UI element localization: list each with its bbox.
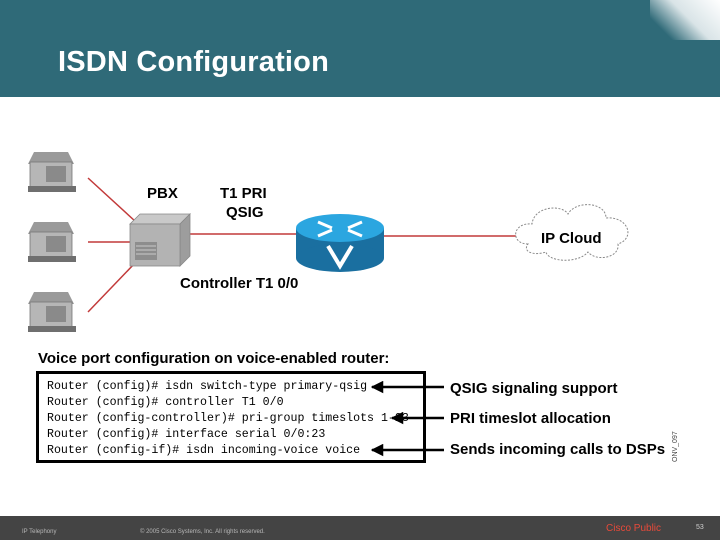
slide-footer — [0, 516, 720, 540]
config-heading: Voice port configuration on voice-enable… — [38, 350, 390, 367]
ip-cloud-icon — [515, 204, 629, 261]
footer-classification: Cisco Public — [606, 523, 662, 534]
pbx-switch-icon — [129, 213, 191, 267]
ip-phone-icon — [28, 222, 76, 262]
header-corner-highlight — [650, 0, 720, 40]
cli-line: Router (config)# isdn switch-type primar… — [47, 380, 368, 393]
voice-router-icon — [296, 214, 384, 272]
figure-id: ONV_097 — [672, 431, 679, 462]
cli-line: Router (config)# interface serial 0/0:23 — [47, 428, 326, 441]
cli-line: Router (config-if)# isdn incoming-voice … — [47, 444, 361, 457]
cli-line: Router (config-controller)# pri-group ti… — [47, 412, 409, 425]
slide-header: ISDN Configuration — [0, 0, 720, 97]
footer-page-number: 53 — [696, 524, 704, 531]
ip-phone-icon — [28, 292, 76, 332]
callout-dsp: Sends incoming calls to DSPs — [450, 441, 666, 458]
footer-copyright: © 2005 Cisco Systems, Inc. All rights re… — [140, 529, 265, 535]
trunk-label-line1: T1 PRI — [220, 185, 267, 202]
ip-phone-icon — [28, 152, 76, 192]
slide-title: ISDN Configuration — [58, 46, 330, 78]
cloud-label: IP Cloud — [541, 230, 602, 247]
callout-timeslot: PRI timeslot allocation — [450, 410, 611, 427]
network-diagram: PBX T1 PRI QSIG IP Cloud Controller T1 0… — [28, 152, 629, 332]
controller-label: Controller T1 0/0 — [180, 275, 298, 292]
pbx-label: PBX — [147, 185, 178, 202]
cli-line: Router (config)# controller T1 0/0 — [47, 396, 284, 409]
trunk-label-line2: QSIG — [226, 204, 264, 221]
cli-config-box: Router (config)# isdn switch-type primar… — [36, 371, 426, 463]
callout-qsig: QSIG signaling support — [450, 380, 618, 397]
phone-1-link — [87, 177, 137, 223]
phone-3-link — [87, 261, 137, 313]
footer-course: IP Telephony — [22, 529, 57, 535]
